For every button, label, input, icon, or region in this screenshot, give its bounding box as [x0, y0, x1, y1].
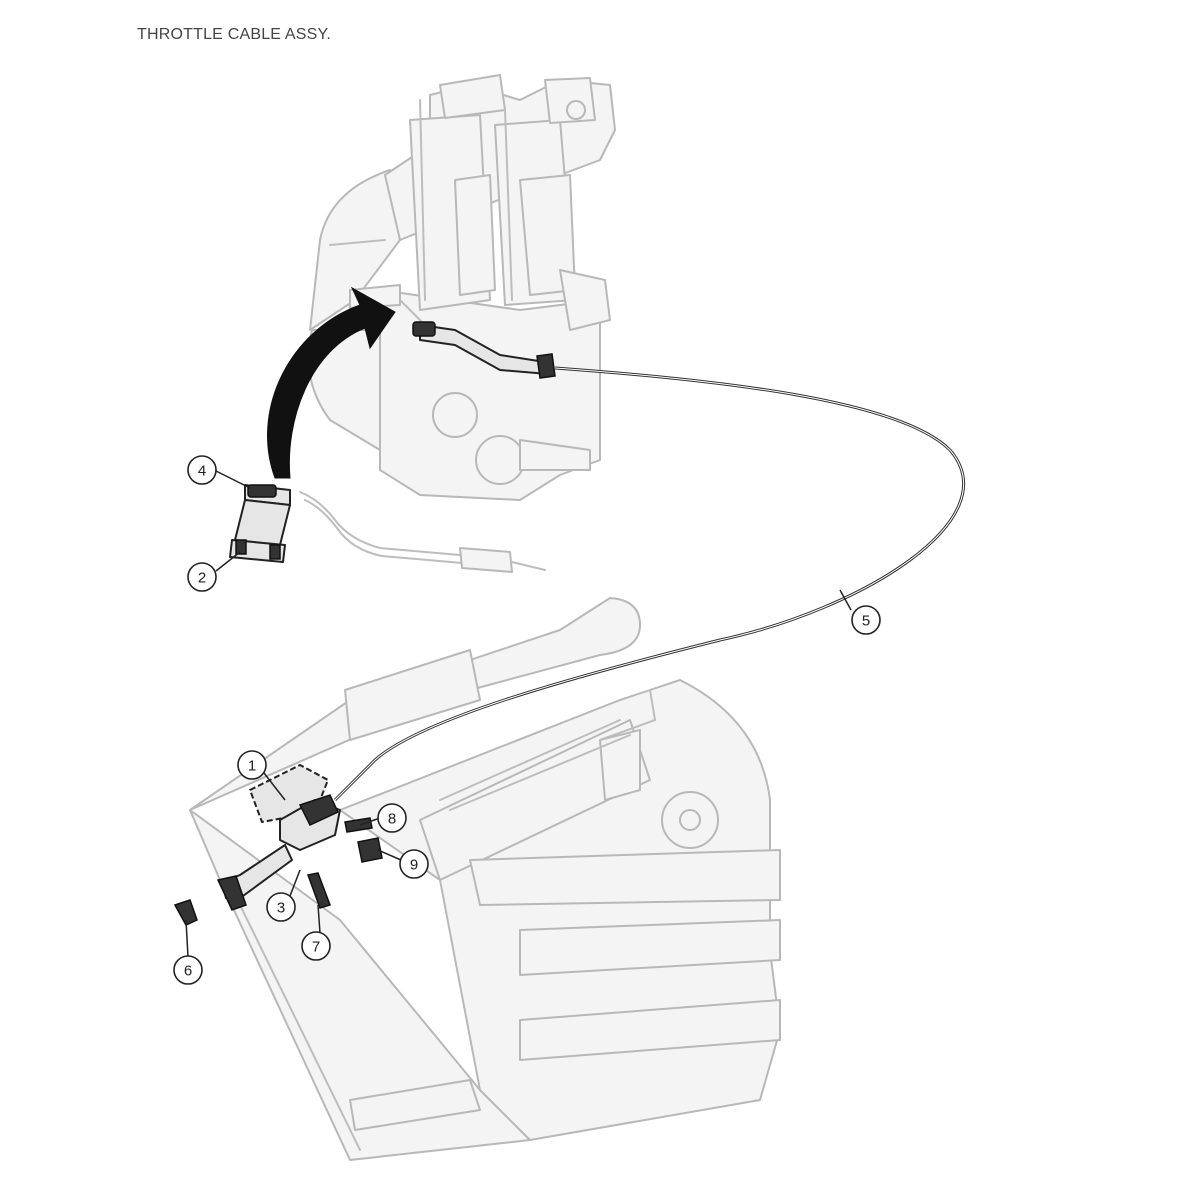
- diagram-title: THROTTLE CABLE ASSY.: [137, 26, 331, 43]
- callout-3-label: 3: [277, 900, 285, 917]
- callout-2-label: 2: [198, 570, 206, 587]
- callout-6-label: 6: [184, 963, 192, 980]
- assembly-arrow: [267, 286, 396, 479]
- throttle-control-assembly: [173, 764, 383, 926]
- engine-assembly: [307, 74, 616, 501]
- callout-1-label: 1: [248, 758, 256, 775]
- throttle-cable: [333, 321, 965, 802]
- callout-4-label: 4: [198, 463, 206, 480]
- callout-5-label: 5: [862, 613, 870, 630]
- callout-2: 2: [187, 562, 217, 592]
- cable-clamp-detail: [229, 484, 546, 573]
- callout-8-label: 8: [388, 811, 396, 828]
- mower-housing: [189, 597, 781, 1161]
- callout-9: 9: [399, 849, 429, 879]
- callout-7: 7: [301, 931, 331, 961]
- callout-7-label: 7: [312, 939, 320, 956]
- leader-lines: [185, 470, 852, 958]
- callout-5: 5: [851, 605, 881, 635]
- callout-3: 3: [266, 892, 296, 922]
- callout-4: 4: [187, 455, 217, 485]
- callout-1: 1: [237, 750, 267, 780]
- callout-9-label: 9: [410, 857, 418, 874]
- callout-6: 6: [173, 955, 203, 985]
- callout-8: 8: [377, 803, 407, 833]
